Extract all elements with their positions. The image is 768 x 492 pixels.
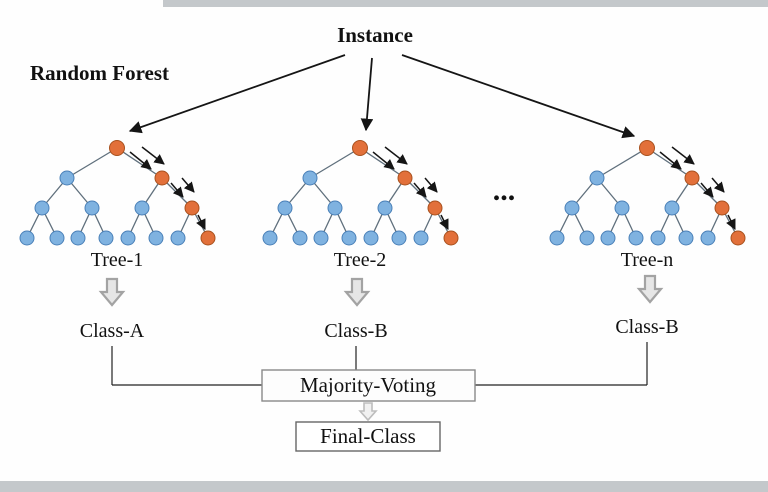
arrow-instance-to-tree-1: [128, 54, 346, 134]
tree-n-result-arrow-icon: [637, 274, 663, 304]
tree-1-label: Tree-1: [91, 249, 144, 271]
bottom-border-strip: [0, 481, 768, 492]
tree-1: [20, 141, 215, 246]
majority-voting-box: [261, 369, 476, 402]
instance-label: Instance: [337, 23, 413, 47]
top-border-strip: [163, 0, 768, 7]
class-a-label: Class-A: [80, 320, 145, 342]
tree-2-result-arrow-icon: [344, 277, 370, 307]
voting-connectors: [111, 342, 648, 386]
instance-arrows: [128, 54, 636, 139]
tree-2: [263, 141, 458, 246]
final-class-arrow-icon: [359, 402, 377, 421]
ellipsis: ...: [493, 174, 516, 207]
arrow-instance-to-tree-n: [401, 54, 636, 139]
arrow-instance-to-tree-2: [360, 57, 374, 132]
class-b-label-2: Class-B: [615, 316, 678, 338]
tree-n-label: Tree-n: [621, 249, 674, 271]
random-forest-title: Random Forest: [30, 61, 169, 85]
final-class-label: Final-Class: [320, 424, 416, 448]
final-class-box: [295, 421, 441, 452]
tree-1-result-arrow-icon: [99, 277, 125, 307]
class-b-label-1: Class-B: [324, 320, 387, 342]
tree-2-label: Tree-2: [334, 249, 387, 271]
majority-voting-label: Majority-Voting: [300, 373, 437, 397]
tree-n: [550, 141, 745, 246]
